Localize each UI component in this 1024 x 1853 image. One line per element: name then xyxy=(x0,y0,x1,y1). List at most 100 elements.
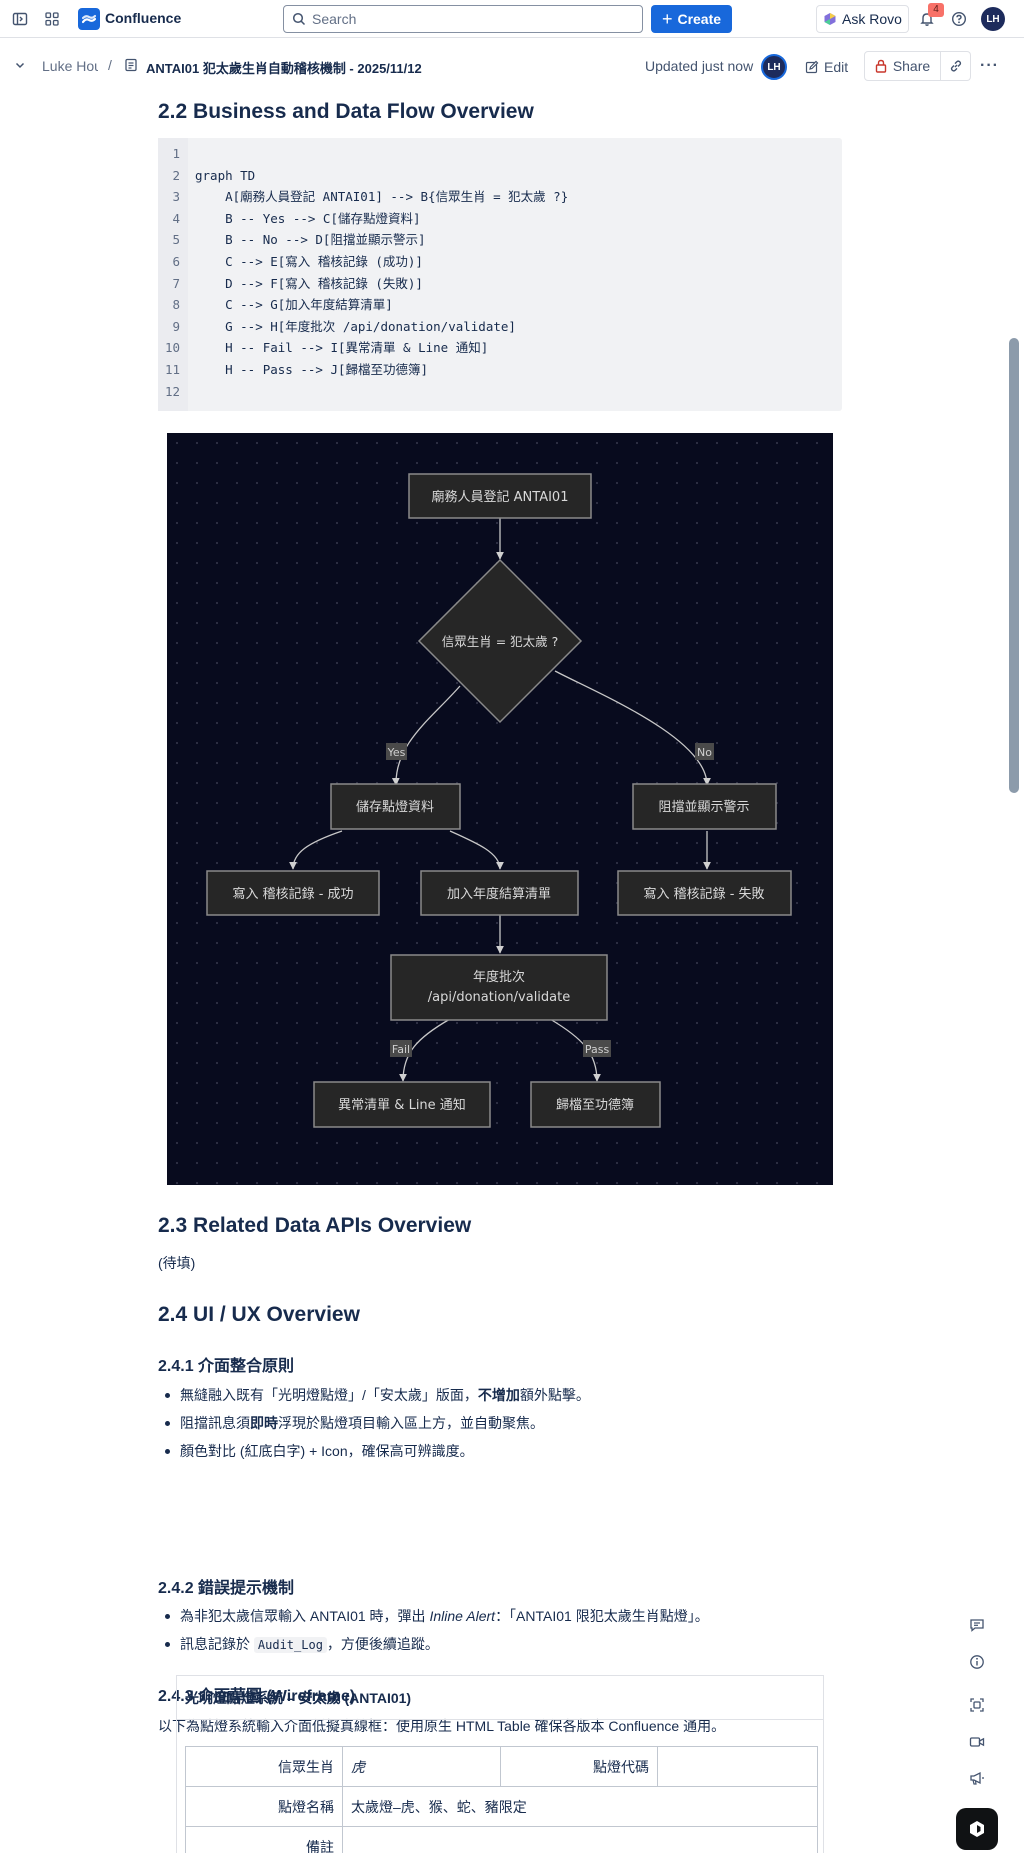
comments-icon[interactable] xyxy=(955,1608,999,1642)
code-text: G --> H[年度批次 /api/donation/validate] xyxy=(195,318,516,334)
list-item: 阻擋訊息須即時浮現於點燈項目輸入區上方，並自動聚焦。 xyxy=(158,1409,590,1437)
svg-text:No: No xyxy=(697,746,712,759)
app-name[interactable]: Confluence xyxy=(105,10,182,26)
more-actions-button[interactable]: ··· xyxy=(980,57,999,74)
line-number: 2 xyxy=(172,167,180,183)
node-e: 寫入 稽核記錄 - 成功 xyxy=(206,870,380,916)
code-text: C --> G[加入年度結算清單] xyxy=(195,297,393,313)
edge-label-fail: Fail xyxy=(390,1040,412,1057)
wireframe-table: 信眾生肖 虎 點燈代碼 點燈名稱 太歲燈–虎、猴、蛇、豬限定 備註 xyxy=(185,1746,818,1853)
code-text: H -- Pass --> J[歸檔至功德簿] xyxy=(195,362,429,377)
node-c: 儲存點燈資料 xyxy=(330,783,461,830)
table-cell[interactable] xyxy=(342,1826,818,1853)
section-2-4-heading: 2.4 UI / UX Overview xyxy=(158,1303,360,1326)
code-line: 1 xyxy=(158,143,842,165)
edge-label-pass: Pass xyxy=(583,1040,611,1057)
svg-text:Pass: Pass xyxy=(585,1043,610,1056)
list-item: 顏色對比 (紅底白字) + Icon，確保高可辨識度。 xyxy=(158,1437,590,1465)
share-button[interactable]: Share xyxy=(864,51,941,81)
line-number: 8 xyxy=(172,297,180,313)
code-text: graph TD xyxy=(195,167,256,183)
video-icon[interactable] xyxy=(955,1725,999,1759)
line-number: 6 xyxy=(172,254,180,269)
code-line: 9 G --> H[年度批次 /api/donation/validate] xyxy=(158,316,842,338)
share-label: Share xyxy=(892,58,931,74)
code-text: C --> E[寫入 稽核記錄 (成功)] xyxy=(195,254,423,269)
chevron-down-icon[interactable] xyxy=(12,57,28,78)
node-d-label: 阻擋並顯示警示 xyxy=(658,799,749,815)
code-text: B -- Yes --> C[儲存點燈資料] xyxy=(195,210,421,226)
line-number: 4 xyxy=(172,210,180,226)
copy-link-button[interactable] xyxy=(941,51,971,81)
code-text: A[廟務人員登記 ANTAI01] --> B{信眾生肖 = 犯太歲 ?} xyxy=(195,189,569,205)
node-i: 異常清單 & Line 通知 xyxy=(313,1081,491,1128)
code-line: 12 xyxy=(158,381,842,403)
user-avatar[interactable]: LH xyxy=(981,7,1005,31)
list-item: 訊息記錄於 Audit_Log，方便後續追蹤。 xyxy=(158,1630,709,1659)
search-input[interactable] xyxy=(312,11,612,27)
table-row: 備註 xyxy=(185,1826,818,1853)
edge-c-e xyxy=(289,830,343,870)
node-c-label: 儲存點燈資料 xyxy=(356,800,434,815)
list-item: 無縫融入既有「光明燈點燈」/「安太歲」版面，不增加額外點擊。 xyxy=(158,1381,590,1409)
help-fab-button[interactable] xyxy=(956,1808,998,1850)
section-2-4-2-heading: 2.4.2 錯誤提示機制 xyxy=(158,1580,295,1597)
hexagon-help-icon xyxy=(970,1821,984,1837)
help-icon[interactable] xyxy=(948,8,970,30)
svg-text:Fail: Fail xyxy=(392,1043,410,1056)
code-line: 4 B -- Yes --> C[儲存點燈資料] xyxy=(158,208,842,230)
inline-code: Audit_Log xyxy=(253,1637,327,1653)
search-box[interactable] xyxy=(283,5,643,33)
app-switcher-icon[interactable] xyxy=(41,8,63,30)
node-j: 歸檔至功德簿 xyxy=(530,1081,661,1128)
wireframe-panel: 光明燈點燈系統 – 安太歲 (ANTAI01) 信眾生肖 虎 點燈代碼 點燈名稱… xyxy=(176,1675,824,1853)
table-cell[interactable]: 虎 xyxy=(342,1746,501,1787)
node-a: 廟務人員登記 ANTAI01 xyxy=(408,473,592,519)
ask-rovo-button[interactable]: Ask Rovo xyxy=(816,5,909,33)
line-number: 5 xyxy=(172,232,180,248)
edit-button[interactable]: Edit xyxy=(805,54,848,80)
megaphone-icon[interactable] xyxy=(955,1761,999,1795)
update-status: Updated just now xyxy=(645,58,754,74)
line-number: 3 xyxy=(172,189,180,205)
code-line: 7 D --> F[寫入 稽核記錄 (失敗)] xyxy=(158,273,842,295)
notifications-bell-icon[interactable] xyxy=(916,8,938,30)
node-b-label: 信眾生肖 = 犯太歲 ? xyxy=(442,634,559,649)
notification-count-badge: 4 xyxy=(928,3,944,17)
page-header-bar: Luke Hou / ANTAI01 犯太歲生肖自動稽核機制 - 2025/11… xyxy=(0,47,1024,85)
node-g-label: 加入年度結算清單 xyxy=(447,886,551,902)
table-cell[interactable]: 太歲燈–虎、猴、蛇、豬限定 xyxy=(342,1786,818,1827)
scrollbar-thumb[interactable] xyxy=(1009,338,1019,793)
rovo-icon xyxy=(824,13,836,25)
table-cell[interactable] xyxy=(657,1746,818,1787)
node-h-label-line1: 年度批次 xyxy=(473,969,525,985)
breadcrumb-separator: / xyxy=(108,57,112,73)
list-item: 為非犯太歲信眾輸入 ANTAI01 時，彈出 Inline Alert：「ANT… xyxy=(158,1602,709,1630)
code-line: 2 graph TD xyxy=(158,165,842,187)
confluence-logo-icon[interactable] xyxy=(78,8,100,30)
sidebar-toggle-icon[interactable] xyxy=(9,8,31,30)
breadcrumb-space[interactable]: Luke Hou xyxy=(42,58,98,74)
edge-c-g xyxy=(449,830,504,870)
create-button[interactable]: + Create xyxy=(651,5,732,33)
code-text: B -- No --> D[阻擋並顯示警示] xyxy=(195,232,426,248)
section-2-3-heading: 2.3 Related Data APIs Overview xyxy=(158,1214,472,1237)
page-icon xyxy=(124,58,138,77)
loop-icon[interactable] xyxy=(955,1688,999,1722)
info-icon[interactable] xyxy=(955,1645,999,1679)
section-2-3-body: (待填) xyxy=(158,1255,196,1271)
lock-icon xyxy=(875,59,887,73)
collaborator-avatar[interactable]: LH xyxy=(761,54,787,80)
create-label: Create xyxy=(677,11,722,27)
node-e-label: 寫入 稽核記錄 - 成功 xyxy=(232,886,353,902)
ask-rovo-label: Ask Rovo xyxy=(842,11,902,27)
breadcrumb-page-title[interactable]: ANTAI01 犯太歲生肖自動稽核機制 - 2025/11/12 xyxy=(146,61,422,76)
section-2-4-3-heading: 2.4.3 介面草圖 (Wireframe) xyxy=(158,1688,356,1705)
section-2-2-heading: 2.2 Business and Data Flow Overview xyxy=(158,100,534,123)
node-f-label: 寫入 稽核記錄 - 失敗 xyxy=(643,886,764,902)
edge-label-yes: Yes xyxy=(386,743,407,760)
node-a-label: 廟務人員登記 ANTAI01 xyxy=(432,489,569,505)
code-text: H -- Fail --> I[異常清單 & Line 通知] xyxy=(195,340,489,356)
table-row: 點燈名稱 太歲燈–虎、猴、蛇、豬限定 xyxy=(185,1786,818,1827)
